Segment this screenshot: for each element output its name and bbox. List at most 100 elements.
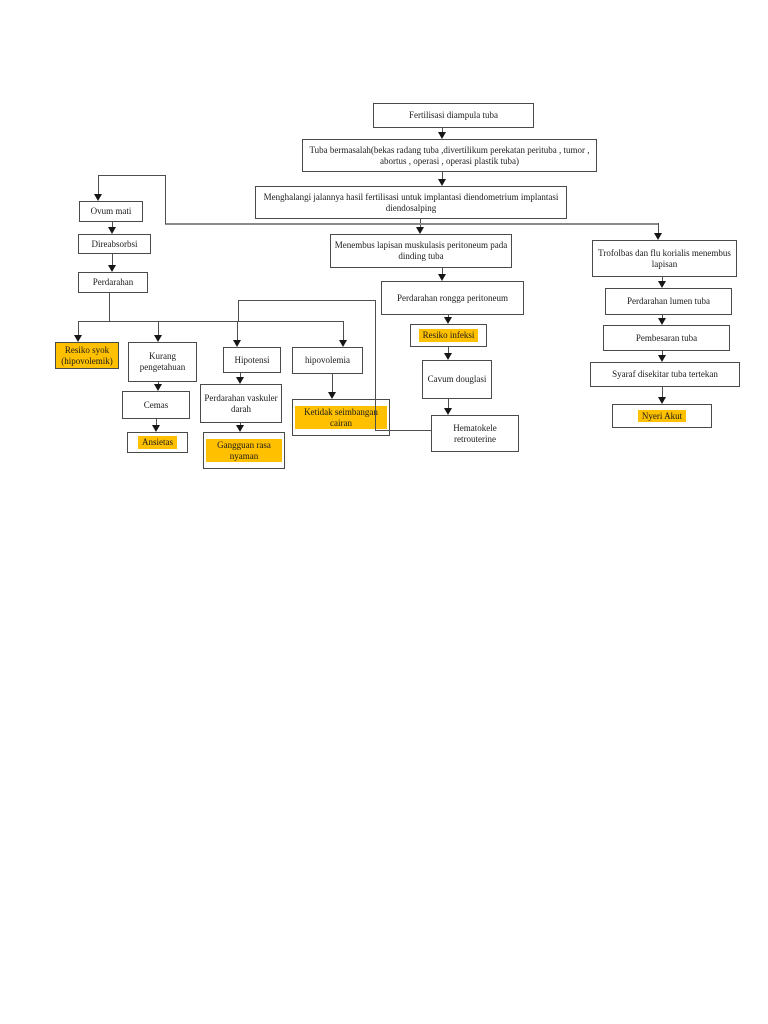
flow-arrow [658,318,666,325]
connector-line [332,374,333,393]
node-perdarahan-vaskuler: Perdarahan vaskuler darah [200,384,282,423]
flow-arrow [444,408,452,415]
connector-line [158,321,159,336]
connector-line [442,128,443,133]
flow-arrow [416,227,424,234]
node-perdarahan-lumen-label: Perdarahan lumen tuba [627,296,710,307]
flow-arrow [444,317,452,324]
node-ansietas-label: Ansietas [138,436,177,449]
node-hematokele-label: Hematokele retrouterine [453,422,497,444]
node-perdarahan-label: Perdarahan [92,277,134,288]
node-trofoblas-label: Trofolbas dan flu korialis menembus lapi… [598,247,731,269]
node-hipovolemia-label: hipovolemia [305,355,350,366]
node-hipovolemia: hipovolemia [292,347,363,374]
flow-arrow [236,377,244,384]
node-menembus: Menembus lapisan muskulasis peritoneum p… [330,234,512,268]
node-tuba-bermasalah: Tuba bermasalah(bekas radang tuba ,diver… [302,139,597,172]
node-hipotensi-label: Hipotensi [234,354,270,365]
node-gangguan-rasa: Gangguan rasa nyaman [203,432,285,469]
flow-arrow [438,179,446,186]
node-resiko-infeksi-label: Resiko infeksi [418,329,479,342]
flow-arrow [444,353,452,360]
flow-arrow [94,194,102,201]
node-perdarahan-lumen: Perdarahan lumen tuba [605,288,732,315]
node-fertilisasi: Fertilisasi diampula tuba [373,103,534,128]
connector-line [109,293,110,322]
connector-line [98,175,99,195]
flow-arrow [154,335,162,342]
node-ovum-mati-label: Ovum mati [90,206,132,217]
node-perdarahan: Perdarahan [78,272,148,293]
flow-arrow [74,335,82,342]
connector-line [238,300,375,301]
node-resiko-infeksi: Resiko infeksi [410,324,487,347]
connector-line [112,254,113,266]
node-cemas-label: Cemas [143,399,169,410]
node-ketidak-seimbangan: Ketidak seimbangan cairan [292,399,390,436]
flow-arrow [233,340,241,347]
connector-line [442,268,443,275]
connector-line [662,351,663,356]
connector-line [240,423,241,426]
connector-line [165,175,166,224]
connector-line [158,382,159,385]
connector-line [442,172,443,180]
node-pembesaran-tuba-label: Pembesaran tuba [635,332,698,343]
node-hematokele: Hematokele retrouterine [431,415,519,452]
connector-line [448,347,449,354]
node-tuba-bermasalah-label: Tuba bermasalah(bekas radang tuba ,diver… [309,144,590,166]
connector-line [237,321,238,341]
flow-arrow [658,397,666,404]
connector-line [658,223,659,234]
node-direabsorbsi: Direabsorbsi [78,234,151,254]
connector-line [448,399,449,409]
connector-line [112,222,113,228]
connector-line [662,387,663,398]
node-menghalangi: Menghalangi jalannya hasil fertilisasi u… [255,186,567,219]
node-syaraf: Syaraf disekitar tuba tertekan [590,362,740,387]
node-resiko-syok: Resiko syok (hipovolemik) [55,342,119,369]
node-nyeri-akut: Nyeri Akut [612,404,712,428]
flow-arrow [658,281,666,288]
node-trofoblas: Trofolbas dan flu korialis menembus lapi… [592,240,737,277]
connector-line [78,321,343,322]
node-kurang-pengetahuan: Kurang pengetahuan [128,342,197,382]
node-cemas: Cemas [122,391,190,419]
connector-line [98,175,165,176]
flow-arrow [108,227,116,234]
node-hipotensi: Hipotensi [223,347,281,373]
node-cavum-douglasi-label: Cavum douglasi [427,374,487,385]
connector-line [375,430,431,431]
flow-arrow [658,355,666,362]
connector-line [662,315,663,319]
node-nyeri-akut-label: Nyeri Akut [637,409,687,423]
node-perdarahan-vaskuler-label: Perdarahan vaskuler darah [204,392,278,414]
node-syaraf-label: Syaraf disekitar tuba tertekan [612,369,718,380]
node-resiko-syok-label: Resiko syok (hipovolemik) [61,344,113,366]
flow-arrow [654,233,662,240]
node-direabsorbsi-label: Direabsorbsi [91,238,138,249]
connector-line [662,277,663,282]
connector-line [238,300,239,321]
connector-line [156,419,157,426]
node-gangguan-rasa-label: Gangguan rasa nyaman [206,438,282,463]
flow-arrow [438,274,446,281]
connector-line [240,373,241,378]
pathway-flowchart: Fertilisasi diampula tuba Tuba bermasala… [0,0,768,500]
node-kurang-pengetahuan-label: Kurang pengetahuan [139,351,186,372]
node-ovum-mati: Ovum mati [79,201,143,222]
connector-line [343,321,344,341]
connector-line [165,223,659,225]
node-cavum-douglasi: Cavum douglasi [422,360,492,399]
flow-arrow [339,340,347,347]
node-ansietas: Ansietas [127,432,188,453]
node-pembesaran-tuba: Pembesaran tuba [603,325,730,351]
node-menembus-label: Menembus lapisan muskulasis peritoneum p… [334,240,508,261]
flow-arrow [236,425,244,432]
node-perdarahan-rongga: Perdarahan rongga peritoneum [381,281,524,315]
flow-arrow [438,132,446,139]
node-ketidak-seimbangan-label: Ketidak seimbangan cairan [295,405,387,430]
flow-arrow [152,425,160,432]
connector-line [448,315,449,318]
